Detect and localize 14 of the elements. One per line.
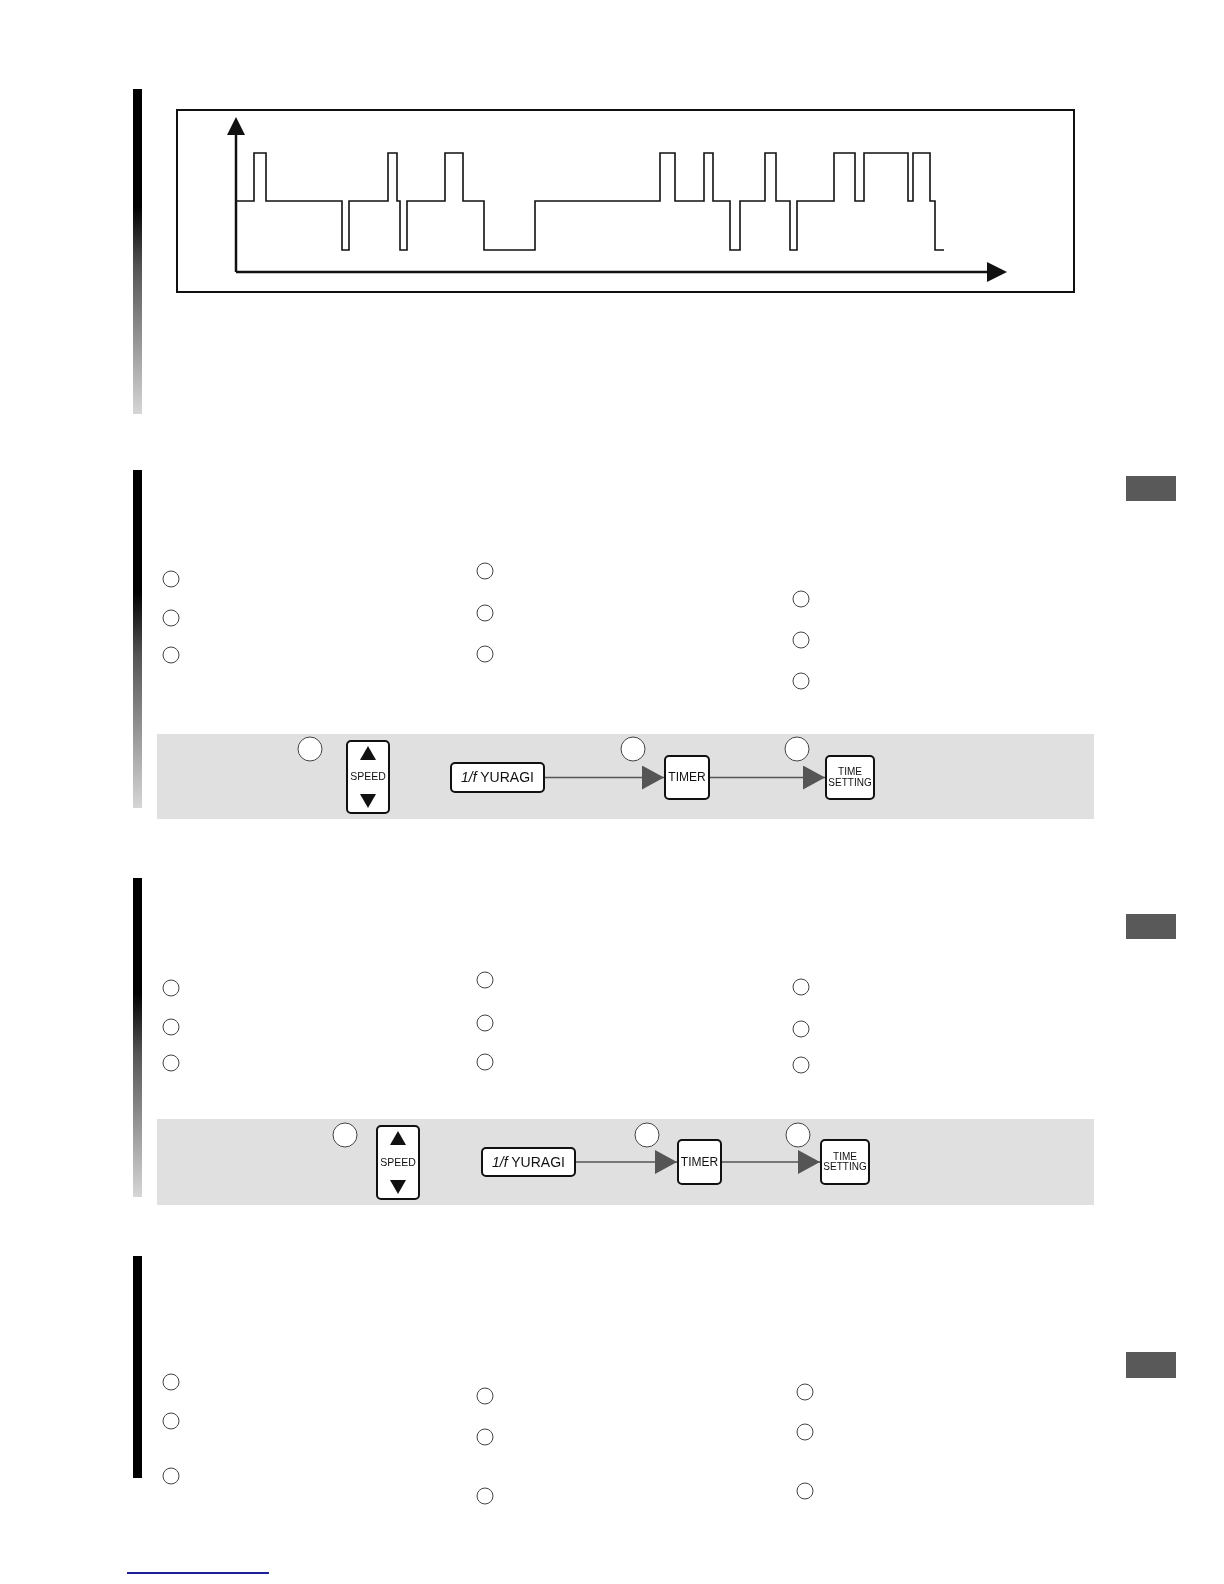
arrow: [575, 1150, 678, 1174]
arrow: [721, 1150, 821, 1174]
key-button: TIME SETTING: [825, 755, 875, 800]
key-button: 1/f YURAGI: [450, 762, 545, 793]
key-panel: [157, 1119, 1094, 1205]
key-button: TIMER: [677, 1139, 722, 1185]
key-button: TIME SETTING: [820, 1139, 870, 1185]
arrow: [709, 765, 826, 790]
key-button: TIMER: [664, 755, 710, 800]
key-panel: [157, 734, 1094, 819]
key-button: SPEED: [376, 1125, 420, 1200]
key-button: SPEED: [346, 740, 390, 814]
key-button: 1/f YURAGI: [481, 1147, 576, 1177]
arrow: [544, 765, 665, 790]
